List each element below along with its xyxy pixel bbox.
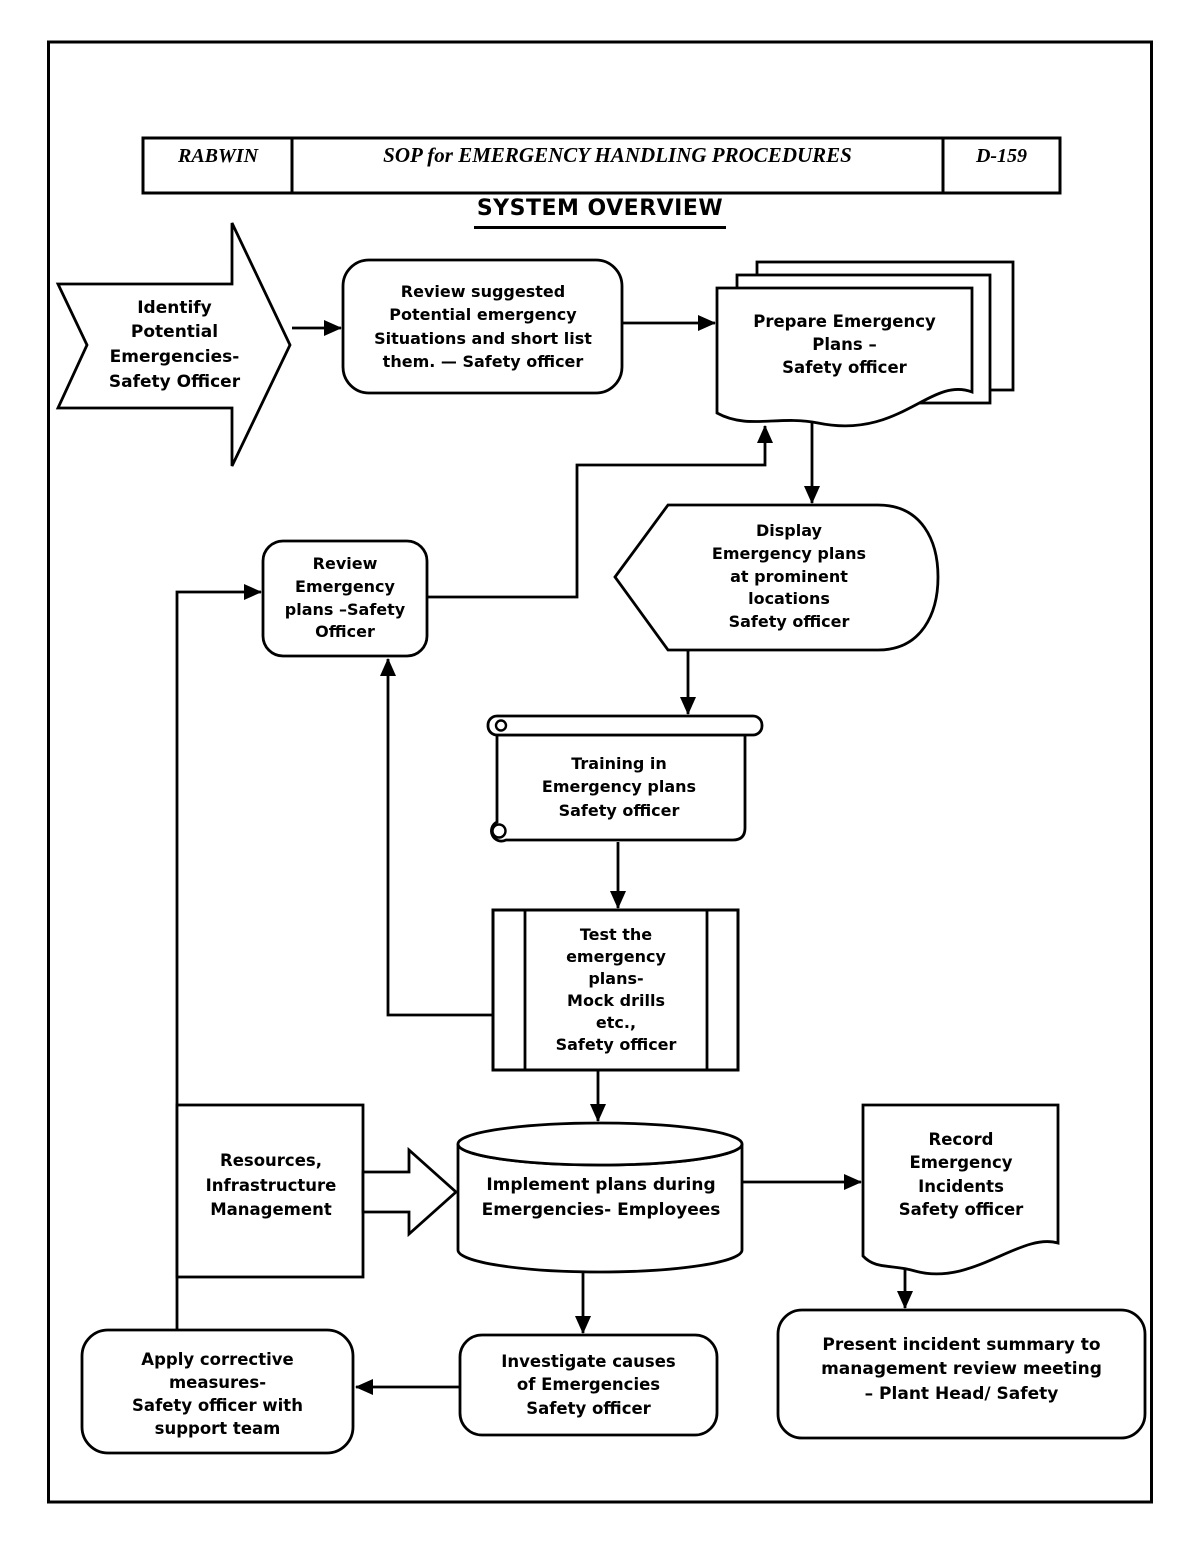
header-doc-code: D-159 (975, 144, 1028, 167)
node-label-prepare-plans: Prepare Emergency Plans – Safety officer (753, 311, 936, 378)
connectors (175, 315, 913, 1395)
node-label-implement: Implement plans during Emergencies- Empl… (481, 1175, 721, 1220)
page-title-text: SYSTEM OVERVIEW (473, 193, 727, 230)
record-incidents-shape (861, 1103, 1060, 1276)
node-label-test-plans: Test the emergency plans- Mock drills et… (555, 924, 677, 1055)
node-label-review-plans: Review Emergency plans –Safety Officer (284, 554, 406, 642)
edge-apply-reviewplans (175, 584, 262, 1330)
node-label-apply-corrective: Apply corrective measures- Safety office… (132, 1349, 303, 1439)
header-org: RABWIN (177, 144, 259, 167)
test-plans-shape (491, 908, 740, 1072)
resources-block-arrow (361, 1146, 459, 1238)
implement-shape (456, 1121, 744, 1274)
edge-test-reviewplans (380, 658, 493, 1017)
review-suggested-shape (341, 258, 624, 395)
page-border (47, 40, 1153, 1504)
node-label-present-summary: Present incident summary to management r… (821, 1335, 1102, 1404)
node-label-display-plans: Display Emergency plans at prominent loc… (711, 521, 867, 632)
review-plans-shape (261, 539, 429, 658)
header-table (141, 136, 1062, 195)
prepare-plans-shape (715, 260, 1015, 428)
node-label-resources: Resources, Infrastructure Management (205, 1150, 337, 1220)
resources-shape (175, 1103, 365, 1279)
display-plans-shape (613, 503, 940, 652)
identify-shape (55, 222, 292, 467)
node-label-record-incidents: Record Emergency Incidents Safety office… (898, 1129, 1024, 1219)
node-label-training: Training in Emergency plans Safety offic… (541, 754, 697, 820)
apply-corrective-shape (80, 1328, 355, 1455)
header-doc-title: SOP for EMERGENCY HANDLING PROCEDURES (383, 143, 852, 168)
node-label-review-suggested: Review suggested Potential emergency Sit… (374, 282, 592, 371)
node-label-investigate: Investigate causes of Emergencies Safety… (501, 1351, 676, 1418)
investigate-shape (458, 1333, 719, 1437)
node-label-identify: Identify Potential Emergencies- Safety O… (108, 297, 241, 392)
present-summary-shape (776, 1308, 1147, 1440)
edge-reviewplans-prepare (427, 425, 773, 599)
training-shape (486, 714, 764, 843)
page-title: SYSTEM OVERVIEW (400, 193, 800, 230)
